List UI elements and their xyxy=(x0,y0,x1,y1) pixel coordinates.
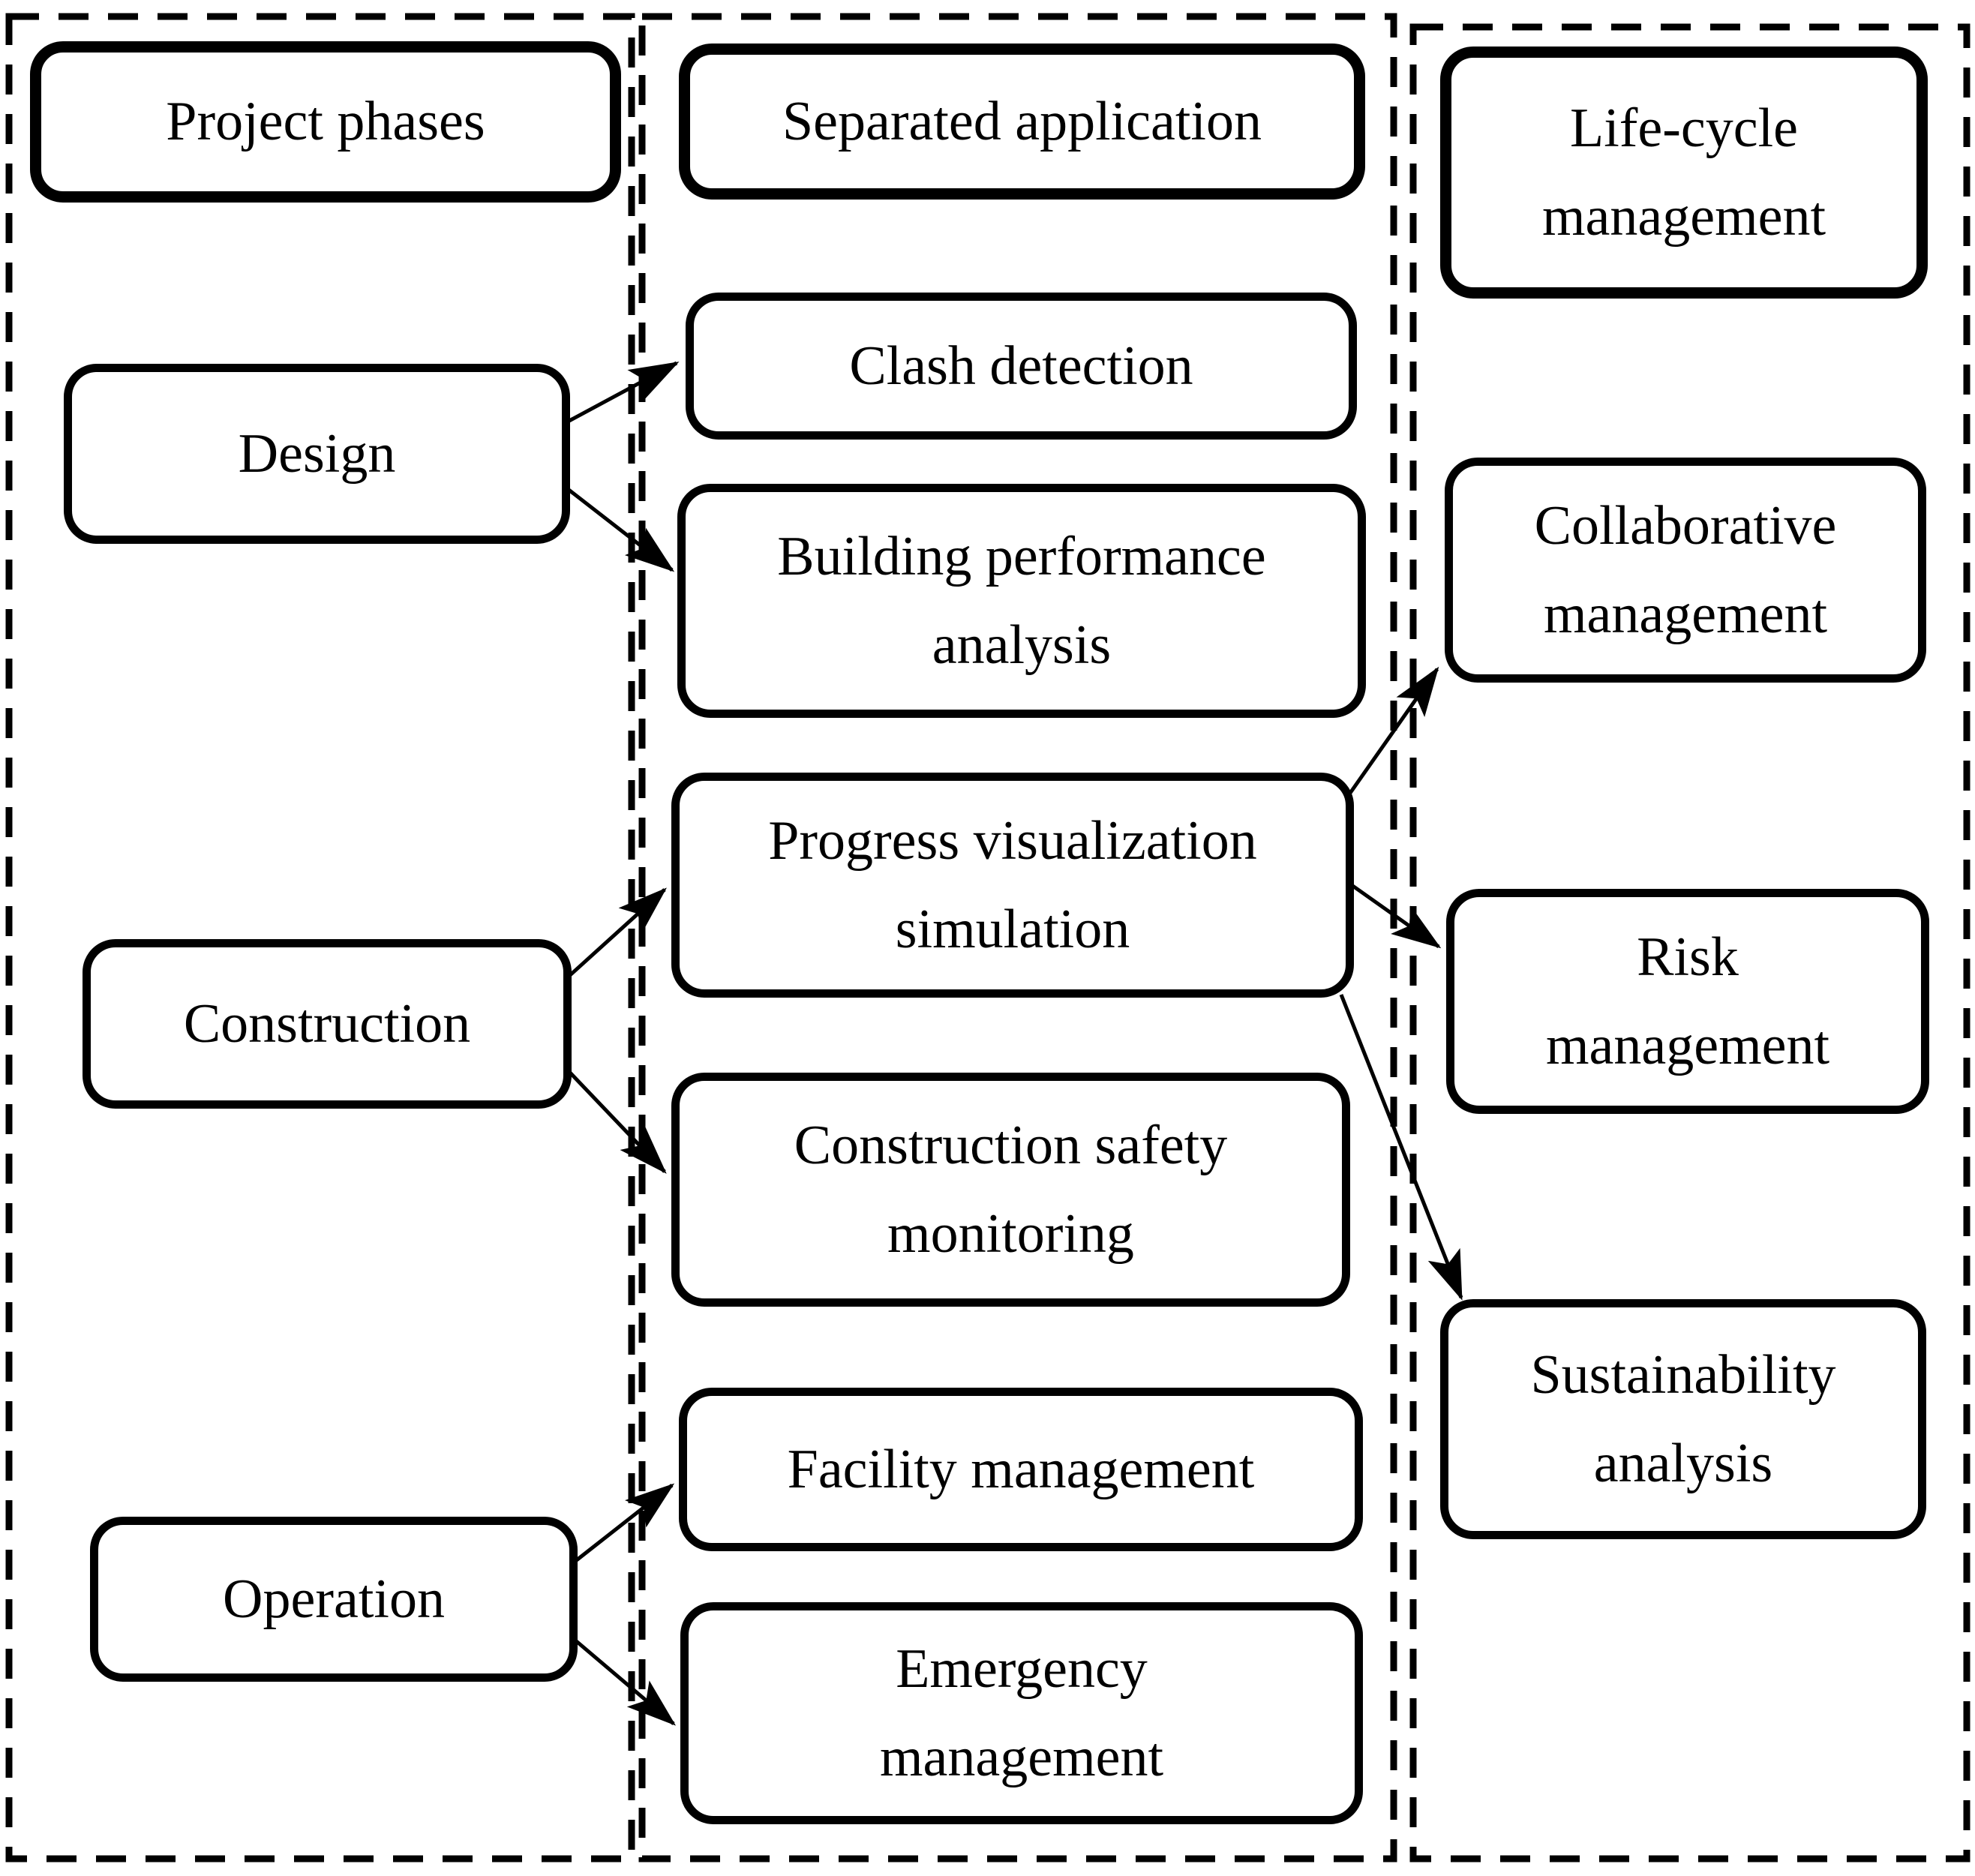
risk-management-label: Risk management xyxy=(1545,926,1830,1076)
sustainability-analysis-label: Sustainability analysis xyxy=(1530,1343,1836,1494)
project-phases-label: Project phases xyxy=(166,91,485,153)
building-performance-analysis-box: Building performance analysis xyxy=(677,484,1366,718)
design-box: Design xyxy=(64,364,570,544)
progress-visualization-simulation-label: Progress visualization simulation xyxy=(768,809,1257,960)
separated-application-header-box: Separated application xyxy=(679,44,1365,200)
separated-application-column-border xyxy=(638,13,1397,1862)
separated-application-label: Separated application xyxy=(782,90,1262,152)
life-cycle-management-label: Life-cycle management xyxy=(1541,97,1826,248)
emergency-management-label: Emergency management xyxy=(879,1637,1164,1788)
arrow-construction-to-progress-visualization-simulation xyxy=(569,887,667,977)
collaborative-management-box: Collaborative management xyxy=(1445,458,1926,683)
construction-box: Construction xyxy=(83,939,572,1109)
risk-management-box: Risk management xyxy=(1446,889,1929,1114)
project-phases-header-box: Project phases xyxy=(30,41,621,203)
operation-box: Operation xyxy=(90,1517,578,1682)
design-label: Design xyxy=(238,422,396,485)
sustainability-analysis-box: Sustainability analysis xyxy=(1440,1299,1926,1539)
emergency-management-box: Emergency management xyxy=(680,1602,1363,1824)
life-cycle-management-column-border xyxy=(1409,23,1970,1862)
construction-label: Construction xyxy=(183,992,471,1055)
arrow-progress-visualization-to-sustainability-analysis xyxy=(1339,994,1463,1301)
life-cycle-management-header-box: Life-cycle management xyxy=(1440,47,1928,299)
arrow-design-to-clash-detection xyxy=(566,361,680,424)
construction-safety-monitoring-box: Construction safety monitoring xyxy=(671,1073,1350,1307)
construction-safety-monitoring-label: Construction safety monitoring xyxy=(794,1114,1228,1265)
arrow-operation-to-facility-management xyxy=(573,1483,675,1563)
operation-label: Operation xyxy=(223,1568,445,1630)
collaborative-management-label: Collaborative management xyxy=(1534,494,1837,645)
facility-management-box: Facility management xyxy=(679,1388,1363,1551)
progress-visualization-simulation-box: Progress visualization simulation xyxy=(671,773,1354,998)
arrow-progress-visualization-to-risk-management xyxy=(1350,883,1442,949)
arrow-progress-visualization-to-collaborative-management xyxy=(1346,666,1439,797)
building-performance-analysis-label: Building performance analysis xyxy=(777,525,1266,676)
arrow-construction-to-construction-safety-monitoring xyxy=(569,1071,667,1174)
clash-detection-label: Clash detection xyxy=(849,335,1193,397)
arrow-design-to-building-performance-analysis xyxy=(566,488,675,572)
arrow-operation-to-emergency-management xyxy=(573,1638,677,1726)
clash-detection-box: Clash detection xyxy=(686,293,1357,440)
project-phases-column-border xyxy=(5,13,635,1862)
facility-management-label: Facility management xyxy=(787,1438,1255,1500)
